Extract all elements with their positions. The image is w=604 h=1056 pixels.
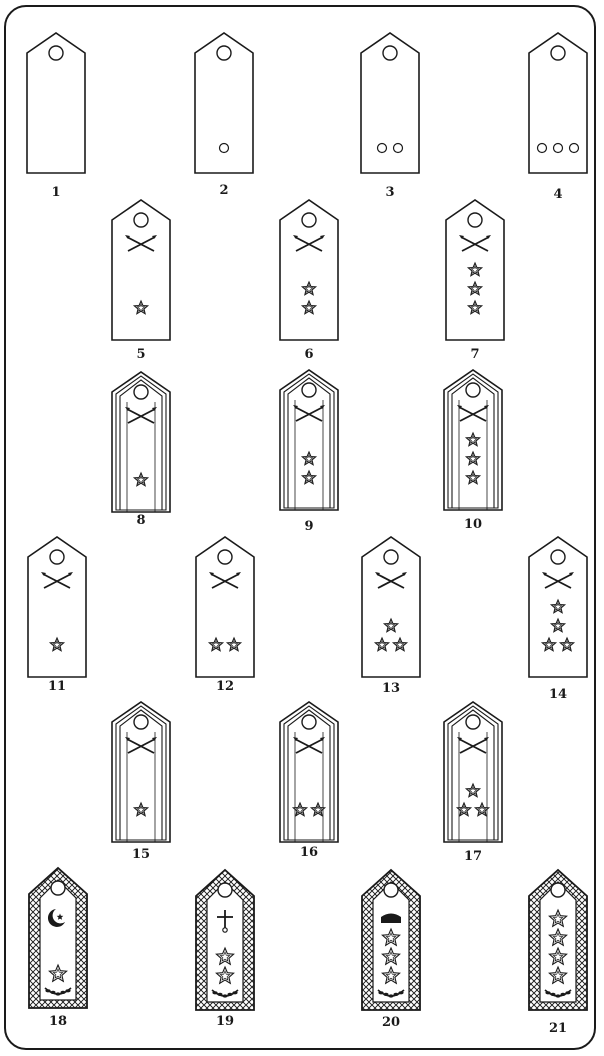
epaulette-label: 8 (136, 513, 145, 528)
button-icon (51, 881, 65, 895)
rank-dot-icon (554, 144, 563, 153)
epaulette-2: 2 (195, 33, 253, 198)
epaulette-17: 17 (444, 702, 502, 864)
rank-dot-icon (570, 144, 579, 153)
rank-dot-icon (220, 144, 229, 153)
epaulette-label: 16 (300, 845, 318, 860)
button-icon (466, 715, 480, 729)
button-icon (551, 46, 565, 60)
epaulette-20: 20 (362, 870, 420, 1030)
epaulette-10: 10 (444, 370, 502, 532)
epaulette-label: 7 (470, 347, 479, 362)
button-icon (384, 550, 398, 564)
inner-panel (207, 882, 243, 1002)
button-icon (302, 383, 316, 397)
epaulette-label: 14 (549, 687, 567, 702)
epaulette-label: 9 (304, 519, 313, 534)
button-icon (218, 550, 232, 564)
epaulette-label: 18 (49, 1014, 67, 1029)
epaulette-15: 15 (112, 702, 170, 862)
epaulette-label: 21 (549, 1021, 567, 1036)
button-icon (551, 550, 565, 564)
button-icon (384, 883, 398, 897)
epaulette-label: 3 (385, 185, 394, 200)
epaulette-13: 13 (362, 537, 420, 696)
epaulette-11: 11 (28, 537, 86, 694)
epaulette-label: 6 (304, 347, 313, 362)
button-icon (302, 213, 316, 227)
epaulette-6: 6 (280, 200, 338, 362)
button-icon (50, 550, 64, 564)
epaulette-label: 20 (382, 1015, 400, 1030)
button-icon (383, 46, 397, 60)
epaulette-8: 8 (112, 372, 170, 528)
epaulette-label: 2 (219, 183, 228, 198)
rank-dot-icon (378, 144, 387, 153)
epaulette-label: 19 (216, 1014, 234, 1029)
epaulette-label: 11 (48, 679, 66, 694)
rank-dot-icon (394, 144, 403, 153)
button-icon (134, 715, 148, 729)
epaulette-9: 9 (280, 370, 338, 534)
epaulette-label: 15 (132, 847, 150, 862)
button-icon (302, 715, 316, 729)
epaulette-12: 12 (196, 537, 254, 694)
button-icon (468, 213, 482, 227)
epaulette-16: 16 (280, 702, 338, 860)
inner-panel (40, 880, 76, 1000)
button-icon (134, 213, 148, 227)
button-icon (218, 883, 232, 897)
epaulette-19: 19 (196, 870, 254, 1029)
button-icon (49, 46, 63, 60)
button-icon (217, 46, 231, 60)
epaulette-label: 12 (216, 679, 234, 694)
epaulette-label: 5 (136, 347, 145, 362)
epaulette-4: 4 (529, 33, 587, 202)
epaulette-14: 14 (529, 537, 587, 702)
epaulette-21: 21 (529, 870, 587, 1036)
epaulette-5: 5 (112, 200, 170, 362)
epaulette-3: 3 (361, 33, 419, 200)
epaulette-1: 1 (27, 33, 85, 200)
button-icon (466, 383, 480, 397)
epaulette-label: 1 (51, 185, 60, 200)
epaulette-label: 4 (553, 187, 562, 202)
epaulette-label: 17 (464, 849, 482, 864)
epaulette-7: 7 (446, 200, 504, 362)
epaulette-18: 18 (29, 868, 87, 1029)
rank-dot-icon (538, 144, 547, 153)
epaulette-label: 10 (464, 517, 482, 532)
button-icon (551, 883, 565, 897)
epaulette-label: 13 (382, 681, 400, 696)
button-icon (134, 385, 148, 399)
